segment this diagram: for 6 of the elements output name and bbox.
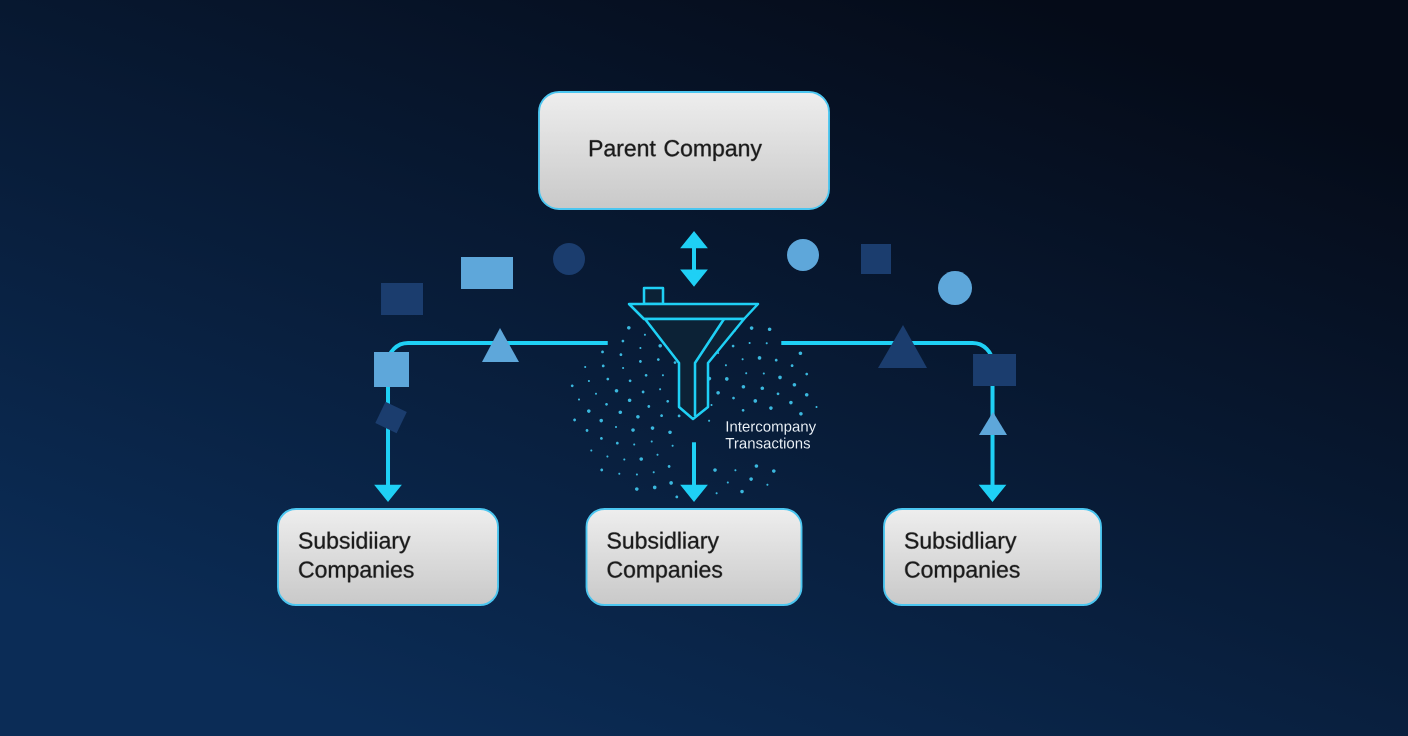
- company-box: Subsidliary Companies: [883, 508, 1102, 606]
- company-box: Subsidiiary Companies: [277, 508, 499, 606]
- company-box: Subsidliary Companies: [585, 508, 803, 606]
- funnel-icon: [627, 286, 760, 421]
- caption-text: Intercompany Transactions: [725, 421, 817, 449]
- company-box: Parent Company: [538, 91, 830, 210]
